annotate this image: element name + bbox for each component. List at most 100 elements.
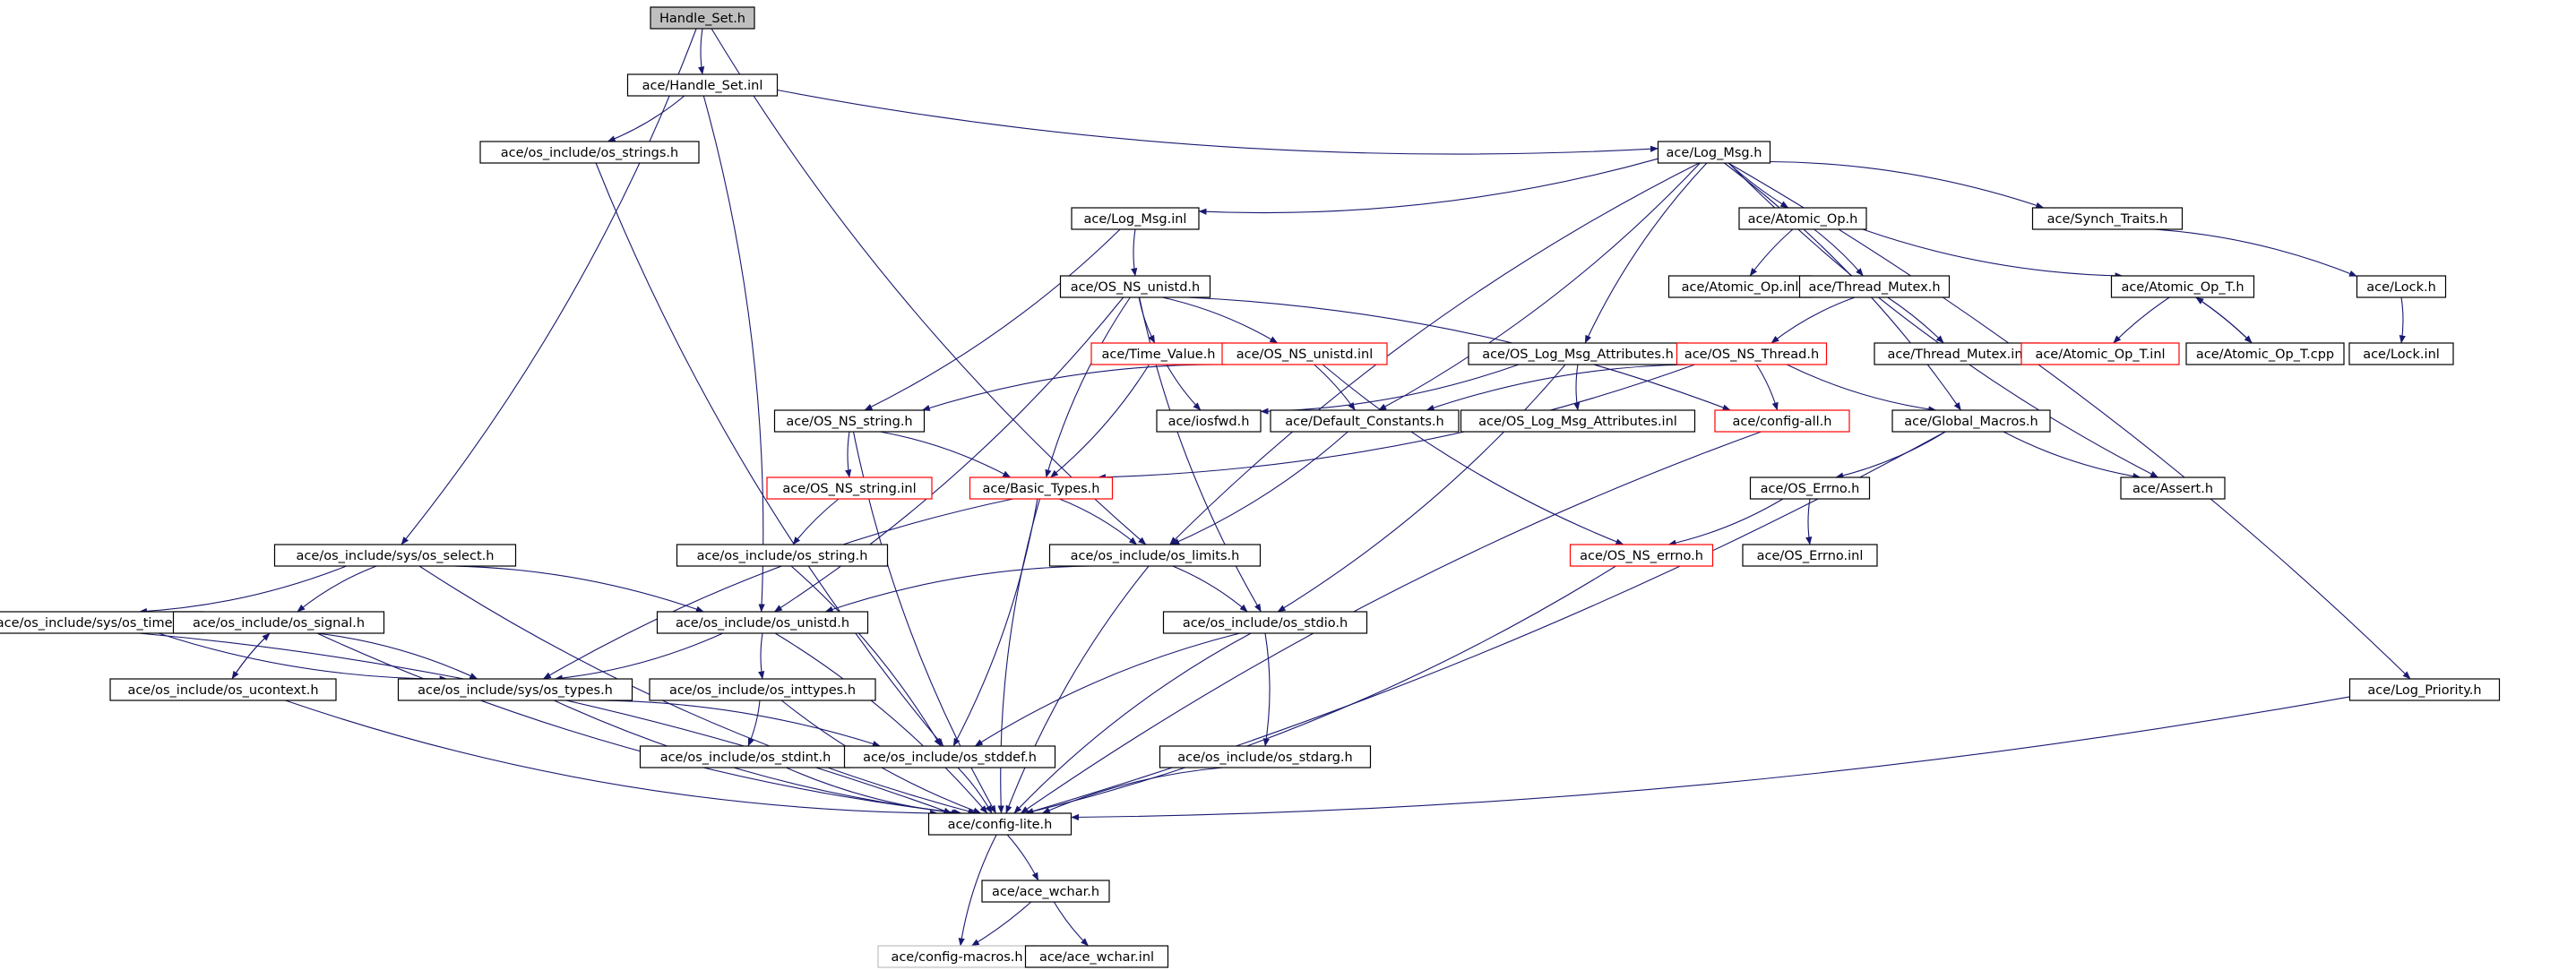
- edge-os_log_msg_attributes_h-to-os_log_msg_attributes_inl: [1573, 364, 1581, 411]
- node-handle_set_inl[interactable]: ace/Handle_Set.inl: [626, 73, 779, 97]
- edge-atomic_op_h-to-atomic_op_inl: [1749, 228, 1794, 277]
- node-os_inttypes_h[interactable]: ace/os_include/os_inttypes.h: [649, 678, 876, 701]
- node-log_msg_inl[interactable]: ace/Log_Msg.inl: [1071, 207, 1200, 230]
- edge-os_unistd_h-to-config_lite_h: [774, 632, 988, 814]
- node-os_unistd_h[interactable]: ace/os_include/os_unistd.h: [656, 611, 869, 634]
- edge-os_time_h-to-os_types_h: [158, 632, 448, 682]
- edge-handle_set_h-to-handle_set_inl: [698, 28, 705, 75]
- node-os_ns_errno_h[interactable]: ace/OS_NS_errno.h: [1569, 544, 1714, 567]
- node-os_ns_thread_h[interactable]: ace/OS_NS_Thread.h: [1676, 342, 1828, 365]
- node-lock_h[interactable]: ace/Lock.h: [2356, 275, 2447, 298]
- node-os_ns_unistd_h[interactable]: ace/OS_NS_unistd.h: [1059, 275, 1211, 298]
- edge-os_inttypes_h-to-os_stdint_h: [747, 700, 761, 747]
- node-os_log_msg_attributes_inl[interactable]: ace/OS_Log_Msg_Attributes.inl: [1460, 409, 1696, 433]
- node-os_stdint_h[interactable]: ace/os_include/os_stdint.h: [639, 745, 852, 768]
- node-box-ace_wchar_h: [981, 880, 1110, 903]
- node-box-os_ns_string_inl: [766, 476, 933, 500]
- node-os_string_h[interactable]: ace/os_include/os_string.h: [676, 544, 889, 567]
- node-ace_wchar_h[interactable]: ace/ace_wchar.h: [981, 880, 1110, 903]
- node-default_constants_h[interactable]: ace/Default_Constants.h: [1270, 409, 1460, 433]
- node-os_stdarg_h[interactable]: ace/os_include/os_stdarg.h: [1159, 745, 1372, 768]
- node-basic_types_h[interactable]: ace/Basic_Types.h: [969, 476, 1114, 500]
- node-box-atomic_op_h: [1738, 207, 1867, 230]
- node-os_log_msg_attributes_h[interactable]: ace/OS_Log_Msg_Attributes.h: [1468, 342, 1688, 365]
- edge-handle_set_inl-to-log_msg_h: [777, 89, 1658, 155]
- node-os_ns_string_inl[interactable]: ace/OS_NS_string.inl: [766, 476, 933, 500]
- node-os_time_h[interactable]: ace/os_include/sys/os_time.h: [0, 611, 204, 634]
- node-config_lite_h[interactable]: ace/config-lite.h: [927, 812, 1073, 836]
- node-os_strings_h[interactable]: ace/os_include/os_strings.h: [479, 141, 700, 164]
- edge-log_msg_h-to-log_msg_inl: [1198, 158, 1658, 215]
- node-label-config_macros_h: ace/config-macros.h: [891, 950, 1022, 965]
- node-box-default_constants_h: [1270, 409, 1460, 433]
- node-os_stddef_h[interactable]: ace/os_include/os_stddef.h: [843, 745, 1056, 768]
- node-os_stdio_h[interactable]: ace/os_include/os_stdio.h: [1162, 611, 1368, 634]
- node-os_ns_string_h[interactable]: ace/OS_NS_string.h: [773, 409, 926, 433]
- node-label-config_all_h: ace/config-all.h: [1732, 415, 1831, 429]
- edge-config_lite_h-to-config_macros_h: [958, 834, 997, 947]
- node-config_macros_h[interactable]: ace/config-macros.h: [877, 945, 1037, 968]
- node-synch_traits_h[interactable]: ace/Synch_Traits.h: [2031, 207, 2184, 230]
- node-label-atomic_op_t_cpp: ace/Atomic_Op_T.cpp: [2196, 348, 2334, 362]
- edge-os_ns_unistd_h-to-time_value_h: [1138, 296, 1156, 344]
- node-label-assert_h: ace/Assert.h: [2132, 482, 2213, 496]
- node-os_types_h[interactable]: ace/os_include/sys/os_types.h: [397, 678, 633, 701]
- edge-basic_types_h-to-os_types_h: [542, 498, 1013, 680]
- node-atomic_op_inl[interactable]: ace/Atomic_Op.inl: [1667, 275, 1813, 298]
- node-box-assert_h: [2120, 476, 2226, 500]
- node-config_all_h[interactable]: ace/config-all.h: [1714, 409, 1850, 433]
- node-thread_mutex_h[interactable]: ace/Thread_Mutex.h: [1798, 275, 1951, 298]
- node-box-config_macros_h: [877, 945, 1037, 968]
- node-os_select_h[interactable]: ace/os_include/sys/os_select.h: [273, 544, 517, 567]
- node-iosfwd_h[interactable]: ace/iosfwd.h: [1156, 409, 1262, 433]
- node-os_ucontext_h[interactable]: ace/os_include/os_ucontext.h: [109, 678, 337, 701]
- node-box-synch_traits_h: [2031, 207, 2184, 230]
- node-thread_mutex_inl[interactable]: ace/Thread_Mutex.inl: [1874, 342, 2040, 365]
- edge-basic_types_h-to-os_limits_h: [1059, 498, 1138, 545]
- node-atomic_op_t_h[interactable]: ace/Atomic_Op_T.h: [2110, 275, 2255, 298]
- edge-os_stdint_h-to-config_lite_h: [786, 767, 961, 816]
- node-box-ace_wchar_inl: [1024, 945, 1169, 968]
- node-box-time_value_h: [1090, 342, 1227, 365]
- node-label-os_string_h: ace/os_include/os_string.h: [697, 549, 868, 563]
- node-label-os_ns_string_h: ace/OS_NS_string.h: [786, 415, 912, 429]
- edge-os_ns_string_h-to-os_ns_string_inl: [845, 431, 852, 478]
- node-ace_wchar_inl[interactable]: ace/ace_wchar.inl: [1024, 945, 1169, 968]
- edge-atomic_op_h-to-atomic_op_t_h: [1862, 228, 2124, 279]
- edge-os_errno_h-to-os_errno_inl: [1805, 498, 1813, 545]
- node-box-os_inttypes_h: [649, 678, 876, 701]
- node-label-atomic_op_inl: ace/Atomic_Op.inl: [1682, 280, 1799, 295]
- node-label-lock_inl: ace/Lock.inl: [2363, 348, 2440, 362]
- edge-os_limits_h-to-os_stdio_h: [1172, 565, 1248, 613]
- node-label-handle_set_h: Handle_Set.h: [659, 12, 745, 26]
- node-handle_set_h[interactable]: Handle_Set.h: [650, 6, 755, 30]
- node-global_macros_h[interactable]: ace/Global_Macros.h: [1891, 409, 2051, 433]
- edge-os_ns_unistd_h-to-config_all_h: [1186, 296, 1731, 411]
- node-os_ns_unistd_inl[interactable]: ace/OS_NS_unistd.inl: [1221, 342, 1388, 365]
- edge-os_ns_unistd_h-to-os_unistd_h: [773, 296, 1124, 613]
- node-lock_inl[interactable]: ace/Lock.inl: [2348, 342, 2454, 365]
- node-label-os_time_h: ace/os_include/sys/os_time.h: [0, 616, 185, 631]
- node-box-os_stdarg_h: [1159, 745, 1372, 768]
- node-os_errno_inl[interactable]: ace/OS_Errno.inl: [1742, 544, 1878, 567]
- node-os_signal_h[interactable]: ace/os_include/os_signal.h: [172, 611, 385, 634]
- node-atomic_op_h[interactable]: ace/Atomic_Op.h: [1738, 207, 1867, 230]
- node-assert_h[interactable]: ace/Assert.h: [2120, 476, 2226, 500]
- node-time_value_h[interactable]: ace/Time_Value.h: [1090, 342, 1227, 365]
- edge-os_ns_string_h-to-basic_types_h: [880, 431, 1012, 478]
- node-log_priority_h[interactable]: ace/Log_Priority.h: [2348, 678, 2501, 701]
- node-box-atomic_op_t_cpp: [2185, 342, 2345, 365]
- edge-time_value_h-to-basic_types_h: [1050, 364, 1150, 478]
- node-label-os_stdint_h: ace/os_include/os_stdint.h: [660, 751, 831, 765]
- node-os_limits_h[interactable]: ace/os_include/os_limits.h: [1048, 544, 1262, 567]
- edge-os_select_h-to-os_unistd_h: [453, 565, 704, 613]
- edge-os_stdio_h-to-os_stddef_h: [974, 632, 1240, 747]
- edge-os_signal_h-to-config_lite_h: [316, 632, 962, 816]
- node-log_msg_h[interactable]: ace/Log_Msg.h: [1657, 141, 1771, 164]
- node-box-os_ucontext_h: [109, 678, 337, 701]
- node-os_errno_h[interactable]: ace/OS_Errno.h: [1749, 476, 1871, 500]
- node-atomic_op_t_cpp[interactable]: ace/Atomic_Op_T.cpp: [2185, 342, 2345, 365]
- edge-os_stddef_h-to-config_lite_h: [957, 767, 993, 814]
- edge-default_constants_h-to-os_limits_h: [1171, 431, 1348, 545]
- node-atomic_op_t_inl[interactable]: ace/Atomic_Op_T.inl: [2020, 342, 2180, 365]
